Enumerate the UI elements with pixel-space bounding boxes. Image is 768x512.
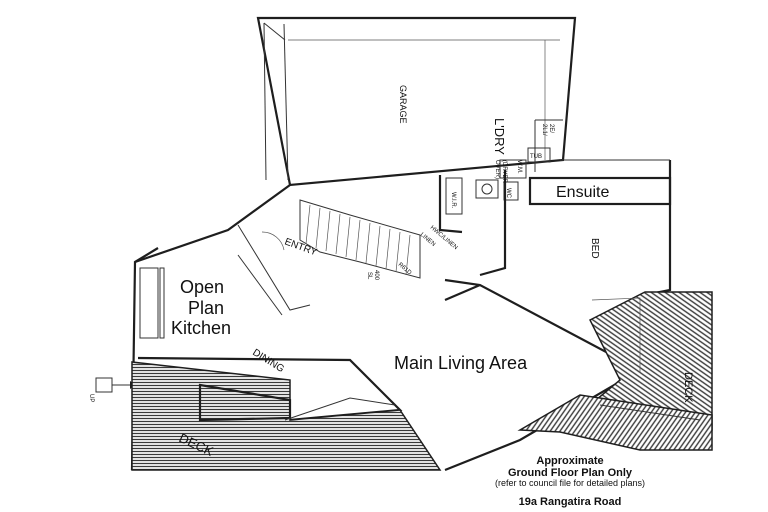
stairs — [299, 199, 421, 279]
fixture-label-wm: W.M. — [516, 160, 522, 174]
caption-line1: Approximate — [536, 455, 604, 467]
dimension-door-code-bottom: 2L1/ — [541, 124, 547, 136]
laundry-fixtures — [445, 147, 551, 215]
room-label-deck-right: DECK — [682, 372, 694, 403]
room-label-laundry: L'DRY — [492, 118, 507, 155]
address-label: 19a Rangatira Road — [518, 496, 622, 508]
caption-block: Approximate Ground Floor Plan Only (refe… — [420, 455, 720, 489]
kitchen-bench — [139, 267, 165, 339]
fixture-label-over: OVER) — [494, 160, 500, 179]
room-label-open-plan-line1: Open — [180, 277, 224, 297]
fixture-label-hwc-linen: HWC/LINEN — [429, 225, 459, 251]
up-stairs-marker — [95, 377, 136, 393]
garage-walls — [256, 16, 577, 187]
room-label-dining: DINING — [250, 347, 286, 375]
room-label-open-plan-line3: Kitchen — [171, 318, 231, 338]
fixture-label-linen: LINEN — [419, 232, 436, 248]
fixture-label-wc: WC — [505, 188, 511, 199]
dimension-stair-label: 400 — [373, 270, 379, 281]
room-label-garage: GARAGE — [398, 85, 408, 124]
dimension-door-code-top: 2E/ — [548, 124, 554, 133]
fixture-label-dryer: (DRYER — [501, 160, 507, 184]
caption-line2: Ground Floor Plan Only — [507, 467, 633, 480]
deck-right-lower-hatch — [517, 394, 713, 451]
fixture-label-wir: W.I.R. — [450, 192, 456, 209]
room-label-entry: ENTRY — [283, 236, 319, 258]
dimension-stair-code: R61D — [397, 262, 413, 277]
fixture-label-sl: SL — [366, 272, 372, 280]
fixture-label-up: UP — [88, 394, 94, 402]
caption-line3: (refer to council file for detailed plan… — [494, 478, 646, 489]
fixture-label-tub: TUB — [530, 154, 542, 160]
room-label-open-plan-line2: Plan — [188, 298, 224, 318]
entry-walls — [237, 224, 311, 316]
bed-walls — [438, 159, 672, 298]
deck-left-hatch — [131, 361, 442, 471]
room-label-ensuite: Ensuite — [556, 184, 609, 201]
room-label-main-living: Main Living Area — [394, 353, 528, 373]
room-label-bed: BED — [589, 238, 600, 259]
